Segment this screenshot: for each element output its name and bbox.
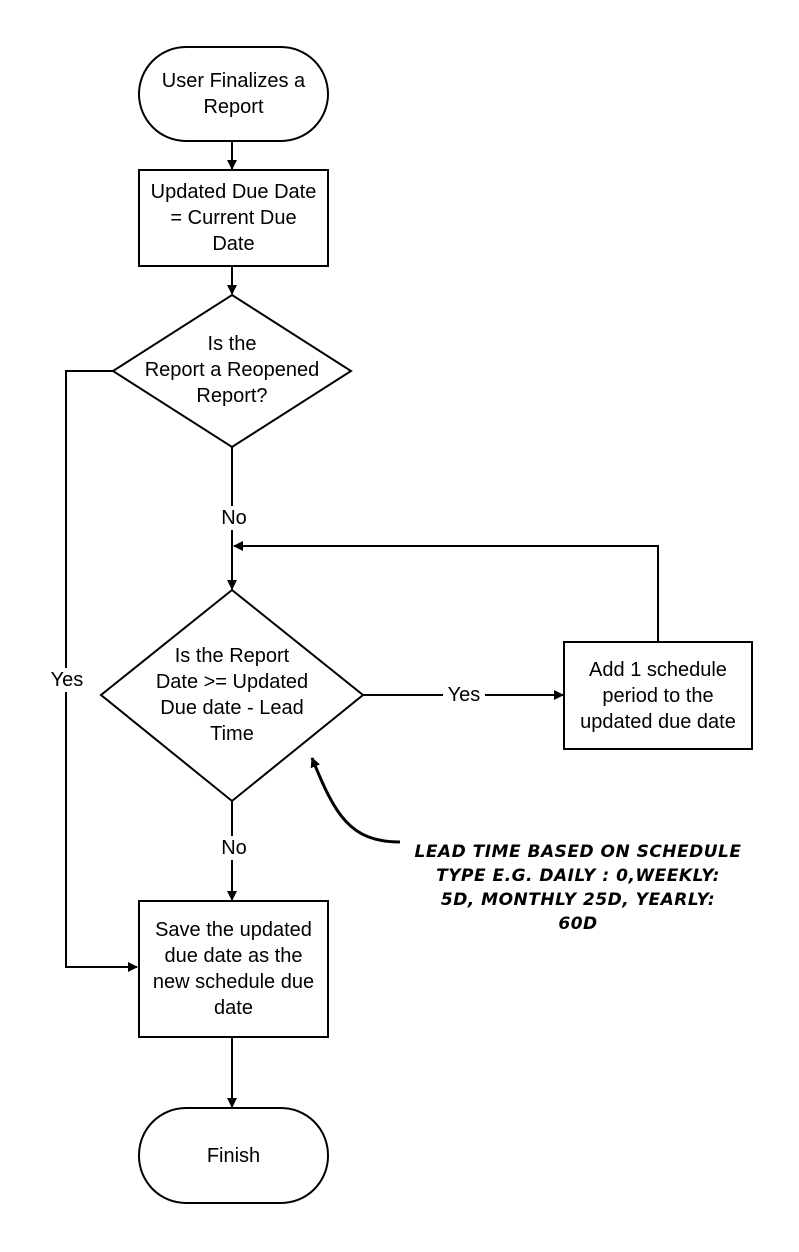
edge-label-lead-time-no: No xyxy=(216,836,252,860)
lead-time-decision-label: Is the Report Date >= Updated Due date -… xyxy=(155,645,309,745)
annotation-pointer-arrow xyxy=(310,757,401,844)
finish-terminal-label: Finish xyxy=(206,1144,261,1167)
set-due-date-process-shape xyxy=(138,169,329,267)
edge-label-reopened-no: No xyxy=(216,506,252,530)
finish-terminal-shape xyxy=(138,1107,329,1204)
start-terminal-shape xyxy=(138,46,329,142)
arrow-add-period-loop-back xyxy=(233,541,659,642)
edge-label-reopened-yes: Yes xyxy=(46,668,88,692)
reopened-decision-label: Is the Report a Reopened Report? xyxy=(144,333,320,407)
start-terminal-label: User Finalizes a Report xyxy=(161,70,306,118)
save-process-shape xyxy=(138,900,329,1038)
edge-label-lead-time-yes: Yes xyxy=(443,683,485,707)
set-due-date-label: Updated Due Date = Current Due Date xyxy=(150,181,317,255)
save-label: Save the updated due date as the new sch… xyxy=(152,919,315,1019)
lead-time-annotation-note: Lead time based on schedule type e.g. Da… xyxy=(414,842,742,934)
add-period-label: Add 1 schedule period to the updated due… xyxy=(580,658,736,733)
add-period-process-shape xyxy=(563,641,753,750)
